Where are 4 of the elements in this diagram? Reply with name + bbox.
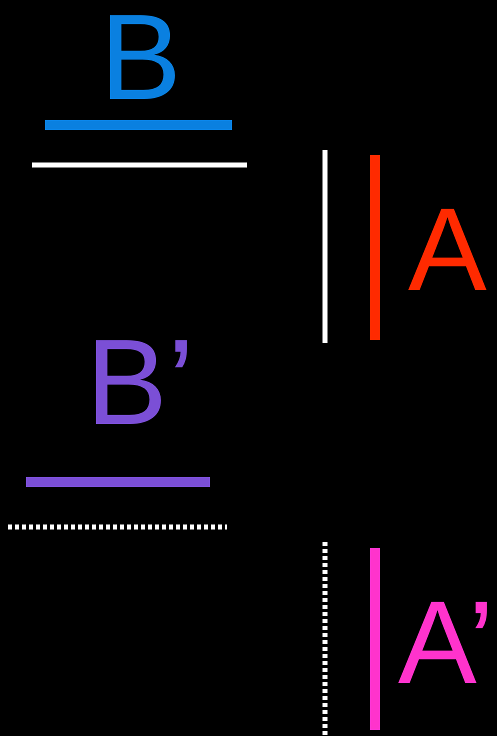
point-label: A’ [398,584,494,702]
point-label: B [100,0,182,118]
point-label: B’ [86,321,194,443]
point-label: A [408,191,487,309]
